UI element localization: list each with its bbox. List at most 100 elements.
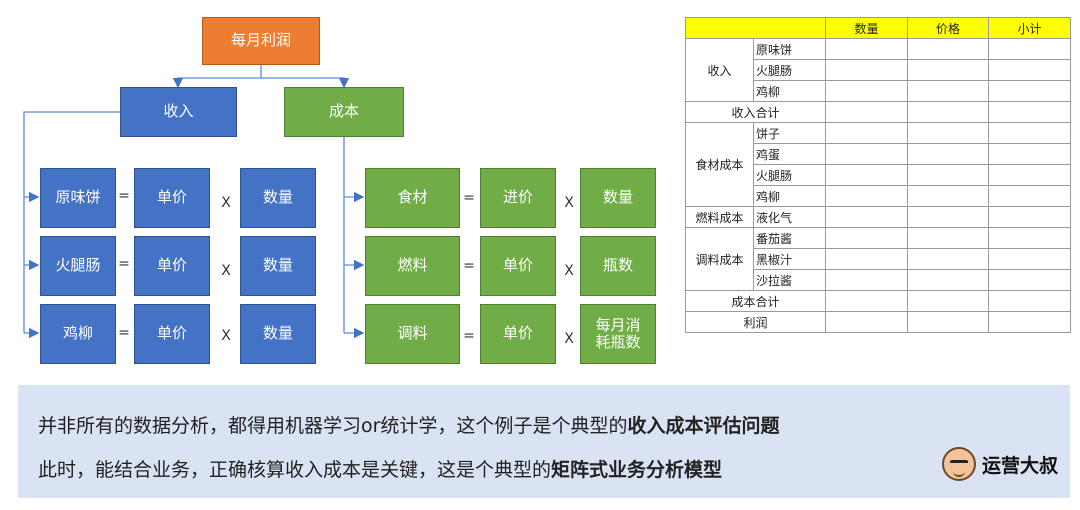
times-sign: X <box>221 195 231 211</box>
equals-sign: = <box>118 325 130 341</box>
quantity-node: 数量 <box>240 168 316 228</box>
sheet-cell <box>988 227 1071 249</box>
sheet-item: 沙拉酱 <box>753 269 826 291</box>
caption-line-2-text: 此时，能结合业务，正确核算收入成本是关键，这是个典型的 <box>38 459 552 481</box>
sheet-cell <box>825 143 908 165</box>
sheet-cell <box>825 269 908 291</box>
sheet-cell <box>988 101 1071 123</box>
watermark-name: 运营大叔 <box>981 454 1058 477</box>
sheet-cell <box>907 269 989 291</box>
times-sign: X <box>221 328 231 344</box>
price-node: 单价 <box>480 236 556 296</box>
caption-line-2: 此时，能结合业务，正确核算收入成本是关键，这是个典型的矩阵式业务分析模型 <box>38 455 722 482</box>
sheet-group-food: 食材成本 <box>685 122 754 207</box>
sheet-cell <box>988 248 1071 270</box>
sheet-cell <box>988 269 1071 291</box>
sheet-header-row: 数量 价格 小计 <box>685 17 1071 39</box>
connector-income-trunk <box>23 111 120 333</box>
sheet-cell <box>825 227 908 249</box>
sheet-cell <box>907 143 989 165</box>
sheet-item: 黑椒汁 <box>753 248 826 270</box>
connector-lines <box>23 65 365 339</box>
sheet-cost-total: 成本合计 <box>685 290 826 312</box>
sheet-group-income: 收入 <box>685 38 754 102</box>
caption-line-2-highlight: 矩阵式业务分析模型 <box>551 459 723 481</box>
sheet-cell <box>988 59 1071 81</box>
sheet-cell <box>988 290 1071 312</box>
sheet-cell <box>825 248 908 270</box>
sheet-cell <box>825 206 908 228</box>
sheet-cell <box>988 206 1071 228</box>
sheet-cell <box>988 311 1071 333</box>
equals-sign: = <box>118 188 130 204</box>
caption-line-1-highlight: 收入成本评估问题 <box>627 415 780 437</box>
income-item-node: 鸡柳 <box>40 304 116 364</box>
cost-node: 成本 <box>284 87 404 137</box>
sheet-item: 火腿肠 <box>753 164 826 186</box>
sheet-cell <box>825 59 908 81</box>
sheet-cell <box>988 143 1071 165</box>
sheet-cell <box>825 122 908 144</box>
sheet-row: 燃料成本 液化气 <box>685 206 1071 228</box>
sheet-header-price: 价格 <box>907 17 989 39</box>
times-sign: X <box>564 263 574 279</box>
quantity-node: 每月消耗瓶数 <box>580 304 656 364</box>
sheet-group-sauce: 调料成本 <box>685 227 754 291</box>
sheet-item: 火腿肠 <box>753 59 826 81</box>
price-node: 单价 <box>134 168 210 228</box>
sheet-cell <box>825 290 908 312</box>
sheet-item: 鸡蛋 <box>753 143 826 165</box>
sheet-cell <box>907 311 989 333</box>
sheet-header-blank <box>685 17 826 39</box>
sheet-cell <box>907 248 989 270</box>
connector-root-cost <box>261 77 350 89</box>
quantity-node: 数量 <box>580 168 656 228</box>
price-node: 单价 <box>480 304 556 364</box>
equals-sign: = <box>463 190 475 206</box>
sheet-header-subtotal: 小计 <box>988 17 1071 39</box>
sheet-group-fuel: 燃料成本 <box>685 206 754 228</box>
income-item-node: 火腿肠 <box>40 236 116 296</box>
equals-sign: = <box>463 328 475 344</box>
cost-item-node: 燃料 <box>365 236 460 296</box>
sheet-cell <box>988 164 1071 186</box>
sheet-cell <box>825 185 908 207</box>
watermark: 运营大叔 <box>941 447 1058 481</box>
sheet-item: 鸡柳 <box>753 80 826 102</box>
sheet-row: 收入 原味饼 <box>685 38 1071 102</box>
sheet-row: 调料成本 番茄酱 <box>685 227 1071 291</box>
sheet-row: 黑椒汁 <box>686 248 1071 270</box>
sheet-item: 番茄酱 <box>753 227 826 249</box>
sheet-cell <box>988 185 1071 207</box>
equals-sign: = <box>463 258 475 274</box>
sheet-cell <box>907 122 989 144</box>
cost-sheet: 数量 价格 小计 收入 原味饼 火腿肠 鸡柳 收入合计 食材成本 饼子 鸡蛋 火… <box>685 17 1071 333</box>
sheet-cell <box>825 311 908 333</box>
sheet-cell <box>825 101 908 123</box>
sheet-item: 鸡柳 <box>753 185 826 207</box>
equals-sign: = <box>118 256 130 272</box>
price-node: 进价 <box>480 168 556 228</box>
sheet-cell <box>825 164 908 186</box>
sheet-cell <box>907 59 989 81</box>
cost-item-node: 食材 <box>365 168 460 228</box>
sheet-row: 收入合计 <box>685 101 1071 123</box>
times-sign: X <box>564 331 574 347</box>
sheet-profit: 利润 <box>685 311 826 333</box>
sheet-row: 成本合计 <box>685 290 1071 312</box>
sheet-cell <box>907 80 989 102</box>
sheet-cell <box>907 206 989 228</box>
sheet-cell <box>988 38 1071 60</box>
sheet-row: 食材成本 饼子 <box>685 122 1071 207</box>
sheet-item: 液化气 <box>753 206 826 228</box>
sheet-cell <box>907 290 989 312</box>
price-node: 单价 <box>134 304 210 364</box>
cost-item-node: 调料 <box>365 304 460 364</box>
sheet-income-total: 收入合计 <box>685 101 826 123</box>
sheet-row: 沙拉酱 <box>686 269 1071 291</box>
sheet-cell <box>907 185 989 207</box>
sheet-cell <box>907 227 989 249</box>
sheet-cell <box>825 80 908 102</box>
sheet-cell <box>988 80 1071 102</box>
quantity-node: 数量 <box>240 304 316 364</box>
